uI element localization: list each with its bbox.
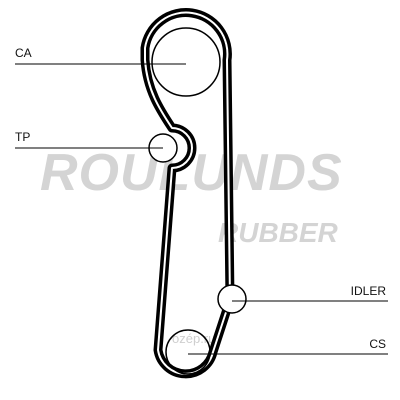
idler-pulley	[217, 284, 247, 314]
watermark-sub: RUBBER	[218, 217, 339, 248]
crankshaft-pulley	[165, 329, 211, 375]
label-idler: IDLER	[351, 284, 387, 298]
belt-inner	[144, 11, 231, 375]
watermark-corner: ozép.ru	[172, 331, 215, 346]
label-ca: CA	[15, 46, 32, 60]
label-tp: TP	[15, 130, 30, 144]
leader-lines	[15, 63, 388, 355]
camshaft-pulley	[151, 27, 221, 97]
label-cs: CS	[369, 337, 386, 351]
timing-belt	[140, 8, 235, 379]
watermark: ROULUNDS RUBBER ozép.ru	[40, 144, 342, 346]
